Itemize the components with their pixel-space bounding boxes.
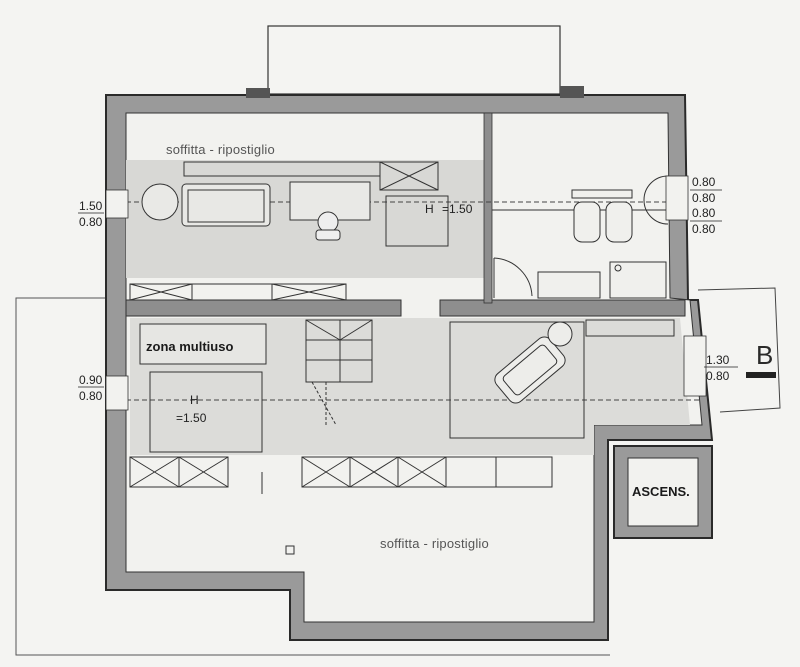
multi-zone-box	[139, 323, 267, 365]
bathroom-door-swing	[493, 257, 533, 297]
opening-right-mid-w: 1.30	[706, 353, 730, 367]
window-right-mid	[683, 335, 707, 397]
opening-left-top-h: 0.80	[79, 215, 103, 229]
chimney-right	[560, 86, 584, 98]
terrace-outline-left	[15, 297, 610, 656]
attic-bottom-label: soffitta - ripostiglio	[380, 536, 489, 551]
sofa	[181, 183, 271, 227]
opening-right-b-h: 0.80	[692, 222, 716, 236]
opening-left-mid-h: 0.80	[79, 389, 103, 403]
opening-right-a-h: 0.80	[692, 191, 716, 205]
opening-left-top-w: 1.50	[79, 199, 103, 213]
lounge-chair	[494, 336, 566, 404]
vent-marker	[285, 545, 295, 555]
window-left-top	[105, 189, 129, 219]
elevator-label: ASCENS.	[632, 484, 690, 499]
chimney-left	[246, 88, 270, 98]
section-marker-bar	[746, 372, 776, 378]
middle-wall-left	[125, 299, 402, 317]
opening-left-mid-w: 0.90	[79, 373, 103, 387]
height-top-value: =1.50	[442, 202, 473, 216]
attic-top-label: soffitta - ripostiglio	[166, 142, 275, 157]
top-cabinets	[183, 161, 439, 191]
elevator-cab	[627, 457, 699, 527]
middle-wall-right	[439, 299, 686, 317]
bed-area-left	[149, 371, 263, 453]
staircase	[305, 319, 373, 426]
shelf-right	[585, 319, 675, 337]
height-left-h: H	[190, 393, 199, 407]
wardrobe-row	[129, 456, 553, 494]
multi-zone-label: zona multiuso	[146, 339, 233, 354]
dimension-ticks	[78, 189, 738, 388]
opening-right-mid-h: 0.80	[706, 369, 730, 383]
right-door-swing	[643, 175, 669, 225]
opening-right-a-w: 0.80	[692, 175, 716, 189]
bathroom-wall	[483, 112, 493, 304]
chair	[315, 211, 341, 241]
bedroom-area	[449, 321, 585, 439]
bed-area-top	[385, 195, 449, 247]
section-marker-letter: B	[756, 340, 773, 370]
window-right-top	[665, 175, 689, 221]
round-table	[141, 183, 179, 221]
side-table	[547, 321, 573, 347]
bathroom-fixtures	[537, 189, 667, 299]
opening-right-b-w: 0.80	[692, 206, 716, 220]
upper-room-cabinets	[129, 283, 347, 301]
balcony-outline-right	[697, 287, 781, 413]
window-left-mid	[105, 375, 129, 411]
height-left-value: =1.50	[176, 411, 207, 425]
height-top-h: H	[425, 202, 434, 216]
